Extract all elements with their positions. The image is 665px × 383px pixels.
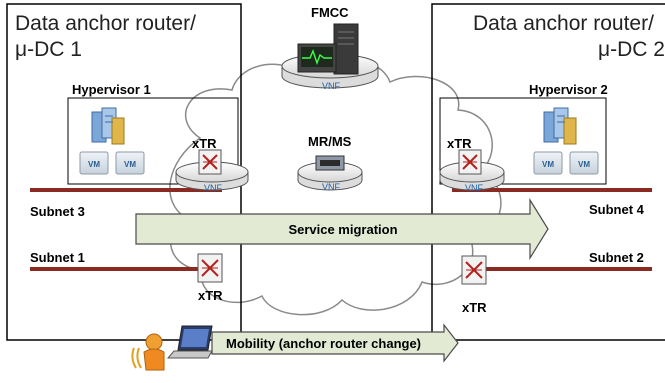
xtr-right-lower-label: xTR [462,300,487,315]
mr-ms-server-icon [315,155,345,171]
server-rack-icon [543,107,577,145]
hypervisor-1-box [67,97,239,185]
service-migration-label: Service migration [288,222,397,237]
mrms-vnf-label: VNF [322,182,341,192]
service-migration-arrow [135,197,549,261]
mrms-vnf-disk: VNF [297,161,363,192]
anchor-router-1-title-line2: μ-DC 1 [15,38,82,61]
xtr-left-upper-label: xTR [192,136,217,151]
router-icon [198,149,222,175]
mobility-label: Mobility (anchor router change) [226,336,421,351]
anchor-router-1-title-line1: Data anchor router/ [15,12,196,35]
fmcc-label: FMCC [311,5,349,20]
vm-label: VM [88,160,100,169]
xtr-left-lower-label: xTR [198,288,223,303]
vm-label: VM [542,160,554,169]
anchor-router-box-2 [431,3,665,341]
router-icon [461,255,487,285]
server-rack-icon [91,107,125,145]
vm-icon: VM [115,151,145,175]
xtr-right-upper-label: xTR [447,136,472,151]
mobile-user-icon [131,333,165,371]
hypervisor-1-label: Hypervisor 1 [72,82,151,97]
vm-label: VM [578,160,590,169]
subnet-1-label: Subnet 1 [30,250,85,265]
router-icon [458,149,482,175]
anchor-router-2-title-line2: μ-DC 2 [598,38,665,61]
hypervisor-2-label: Hypervisor 2 [529,82,608,97]
fmcc-server-icon [297,23,359,75]
laptop-icon [166,325,213,359]
vm-icon: VM [533,151,563,175]
vm-label: VM [124,160,136,169]
fmcc-vnf-label: VNF [322,81,341,91]
vm-icon: VM [569,151,599,175]
vm-icon: VM [79,151,109,175]
subnet-2-label: Subnet 2 [589,250,644,265]
anchor-router-2-title-line1: Data anchor router/ [473,12,654,35]
mrms-label: MR/MS [308,134,352,149]
hypervisor-2-box [439,97,607,185]
xtr-right-upper-vnf-label: VNF [465,183,484,193]
router-icon [197,253,223,283]
subnet-4-label: Subnet 4 [589,202,645,217]
subnet-3-label: Subnet 3 [30,204,85,219]
mobility-arrow [211,323,459,363]
xtr-left-upper-vnf-label: VNF [204,183,223,193]
